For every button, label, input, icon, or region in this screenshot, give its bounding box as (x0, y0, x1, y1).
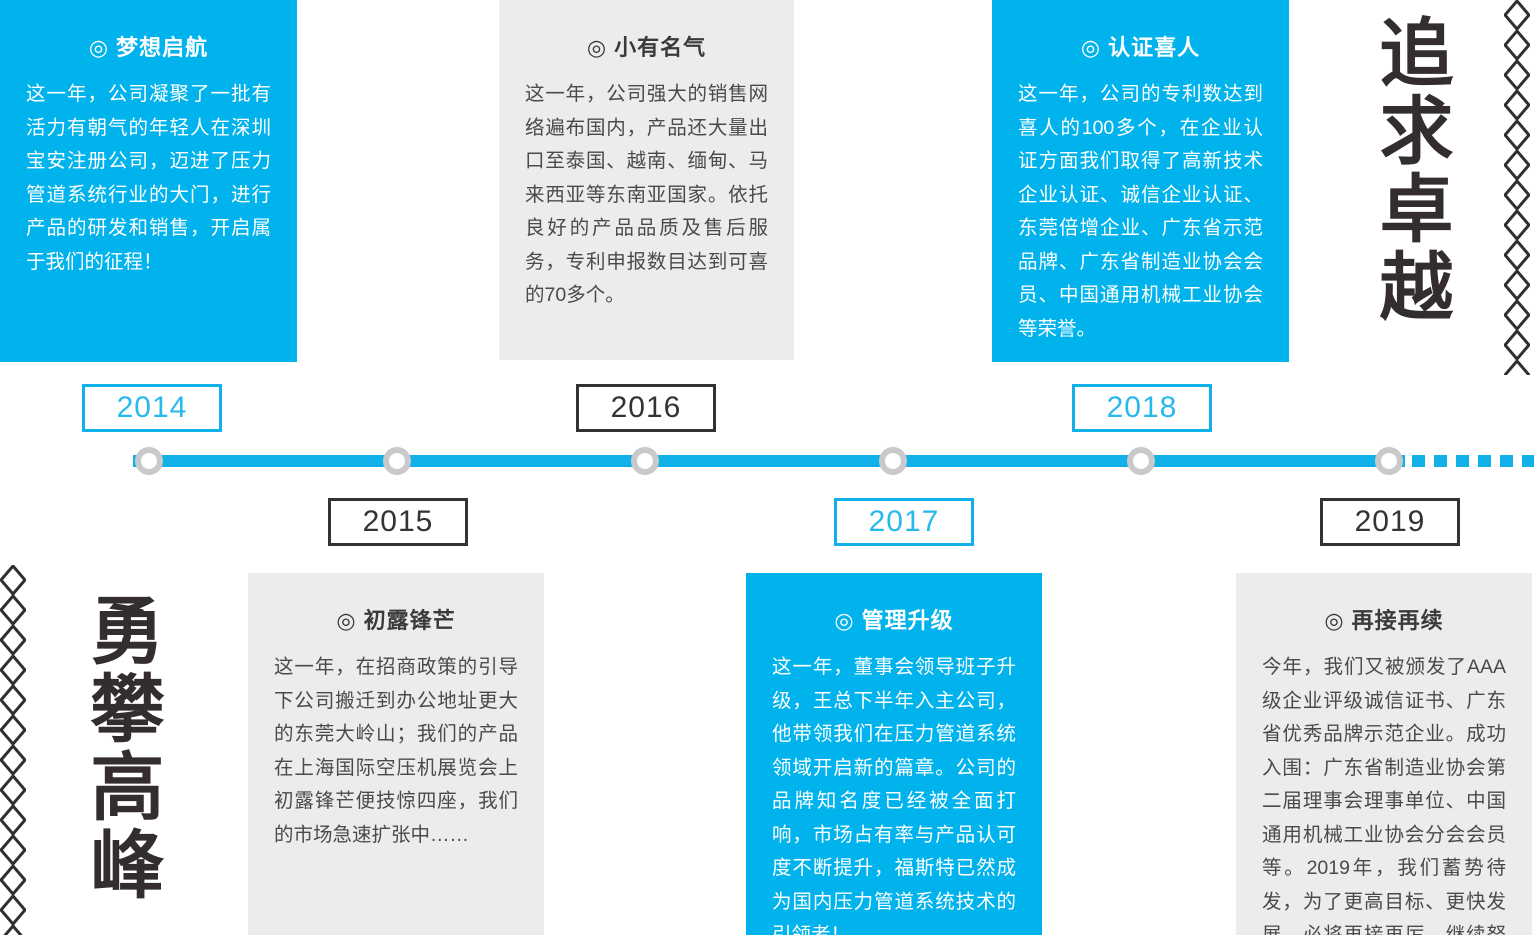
milestone-title: ◎ 小有名气 (586, 35, 707, 60)
milestone-body: 这一年，公司凝聚了一批有活力有朝气的年轻人在深圳宝安注册公司，迈进了压力管道系统… (26, 83, 271, 273)
milestone-body: 这一年，公司的专利数达到喜人的100多个，在企业认证方面我们取得了高新技术企业认… (1018, 83, 1263, 340)
timeline-node-2017[interactable] (879, 447, 907, 475)
milestone-body: 今年，我们又被颁发了AAA级企业评级诚信证书、广东省优秀品牌示范企业。成功入围：… (1262, 656, 1506, 935)
milestone-title: ◎ 初露锋芒 (336, 608, 456, 633)
timeline-node-2015[interactable] (383, 447, 411, 475)
milestone-body: 这一年，在招商政策的引导下公司搬迁到办公地址更大的东莞大岭山；我们的产品在上海国… (274, 656, 518, 846)
year-chip-2017[interactable]: 2017 (834, 498, 974, 546)
slogan-pursue-excellence: 追求卓越 (1368, 14, 1450, 326)
year-chip-2014[interactable]: 2014 (82, 384, 222, 432)
diamond-lattice-right-icon (1504, 0, 1530, 375)
timeline-axis-dashed-tail (1412, 455, 1534, 467)
milestone-title: ◎ 梦想启航 (88, 35, 209, 60)
timeline-axis (133, 455, 1405, 467)
timeline-node-2016[interactable] (631, 447, 659, 475)
milestone-card-2019[interactable]: ◎ 再接再续 今年，我们又被颁发了AAA级企业评级诚信证书、广东省优秀品牌示范企… (1236, 573, 1532, 935)
milestone-title: ◎ 认证喜人 (1080, 35, 1201, 60)
milestone-card-2015[interactable]: ◎ 初露锋芒 这一年，在招商政策的引导下公司搬迁到办公地址更大的东莞大岭山；我们… (248, 573, 544, 935)
slogan-climb-peak: 勇攀高峰 (78, 592, 161, 904)
milestone-body: 这一年，董事会领导班子升级，王总下半年入主公司，他带领我们在压力管道系统领域开启… (772, 656, 1016, 935)
milestone-card-2017[interactable]: ◎ 管理升级 这一年，董事会领导班子升级，王总下半年入主公司，他带领我们在压力管… (746, 573, 1042, 935)
year-chip-2016[interactable]: 2016 (576, 384, 716, 432)
year-chip-2019[interactable]: 2019 (1320, 498, 1460, 546)
diamond-lattice-left-icon (0, 565, 26, 935)
milestone-card-2018[interactable]: ◎ 认证喜人 这一年，公司的专利数达到喜人的100多个，在企业认证方面我们取得了… (992, 0, 1289, 362)
milestone-card-2014[interactable]: ◎ 梦想启航 这一年，公司凝聚了一批有活力有朝气的年轻人在深圳宝安注册公司，迈进… (0, 0, 297, 362)
timeline-node-2018[interactable] (1127, 447, 1155, 475)
milestone-title: ◎ 再接再续 (1324, 608, 1444, 633)
milestone-title: ◎ 管理升级 (834, 608, 954, 633)
year-chip-2018[interactable]: 2018 (1072, 384, 1212, 432)
milestone-body: 这一年，公司强大的销售网络遍布国内，产品还大量出口至泰国、越南、缅甸、马来西亚等… (525, 83, 768, 307)
timeline-node-2014[interactable] (135, 447, 163, 475)
timeline-node-2019[interactable] (1375, 447, 1403, 475)
milestone-card-2016[interactable]: ◎ 小有名气 这一年，公司强大的销售网络遍布国内，产品还大量出口至泰国、越南、缅… (499, 0, 794, 360)
year-chip-2015[interactable]: 2015 (328, 498, 468, 546)
